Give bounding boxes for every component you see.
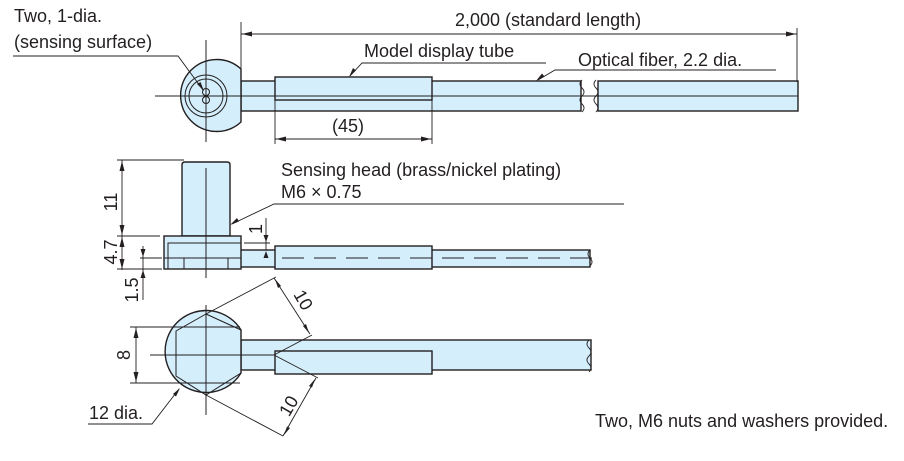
arrow-icon [284,426,290,435]
arrow-icon [119,237,125,247]
arrow-icon [263,235,269,242]
arrow-icon [303,324,309,333]
optical-fiber-label: Optical fiber, 2.2 dia. [578,50,742,70]
tube-length-label: (45) [332,116,364,136]
arrow-icon [119,225,125,235]
across-flats-label: 8 [114,350,134,360]
arrow-icon [275,279,281,288]
hex-nut-circle [164,309,242,394]
arrow-icon [242,31,252,37]
model-display-tube [274,76,433,101]
arrow-icon [349,68,356,77]
extension-line [273,354,319,379]
nuts-note: Two, M6 nuts and washers provided. [595,411,888,431]
head-diameter-leader [88,388,180,425]
arrow-icon [140,249,146,257]
arrow-icon [173,388,180,397]
arrow-icon [230,218,239,225]
arrow-icon [133,372,139,382]
arrow-icon [421,136,431,142]
model-display-tube-leader [349,62,546,77]
sensing-head-leader [231,203,624,225]
bottom-view: 8 10 10 12 dia. Two, M6 nuts and washers… [88,276,888,437]
arrow-icon [309,379,315,388]
arrow-icon [276,136,286,142]
side-view: 11 4.7 1.5 1 Sensing head (brass/nickel … [101,159,624,303]
sensing-head-end-view [179,58,242,133]
arrow-icon [263,251,269,258]
dimension-line [282,377,317,437]
sensing-head-label-line1: Sensing head (brass/nickel plating) [281,160,561,180]
sensing-surface-label-line2: (sensing surface) [14,32,152,52]
nut [163,235,242,270]
standard-length-label: 2,000 (standard length) [455,10,641,30]
step-label: 1 [246,224,266,234]
break-mark-icon [587,249,593,267]
arrow-icon [536,73,545,81]
sensing-head-label-line2: M6 × 0.75 [281,182,362,202]
head-diameter-label: 12 dia. [89,403,143,423]
sensing-surface-leader [13,55,204,91]
arrow-icon [786,31,796,37]
arrow-icon [140,270,146,278]
hex-side-bottom-label: 10 [275,392,302,419]
optical-fiber-leader [537,69,776,81]
extension-line [205,394,284,437]
dimension-line [273,277,311,335]
break-mark-icon [579,79,585,113]
model-display-tube-label: Model display tube [364,41,514,61]
break-mark-icon [586,339,592,373]
washer-outline [167,242,241,269]
break-mark-icon [593,79,599,113]
sensing-surface-label-line1: Two, 1-dia. [14,6,102,26]
extension-line [205,276,277,315]
hex-side-top-label: 10 [290,286,317,313]
model-display-tube-bottom [274,350,433,375]
arrow-icon [197,82,204,91]
arrow-icon [119,259,125,269]
arrow-icon [119,161,125,171]
arrow-icon [133,328,139,338]
head-height-label: 11 [101,193,121,212]
extension-line [273,334,313,356]
top-view: 2,000 (standard length) (45) Two, 1-dia.… [13,6,799,144]
nut-offset-label: 1.5 [122,277,142,302]
nut-height-label: 4.7 [101,239,121,264]
